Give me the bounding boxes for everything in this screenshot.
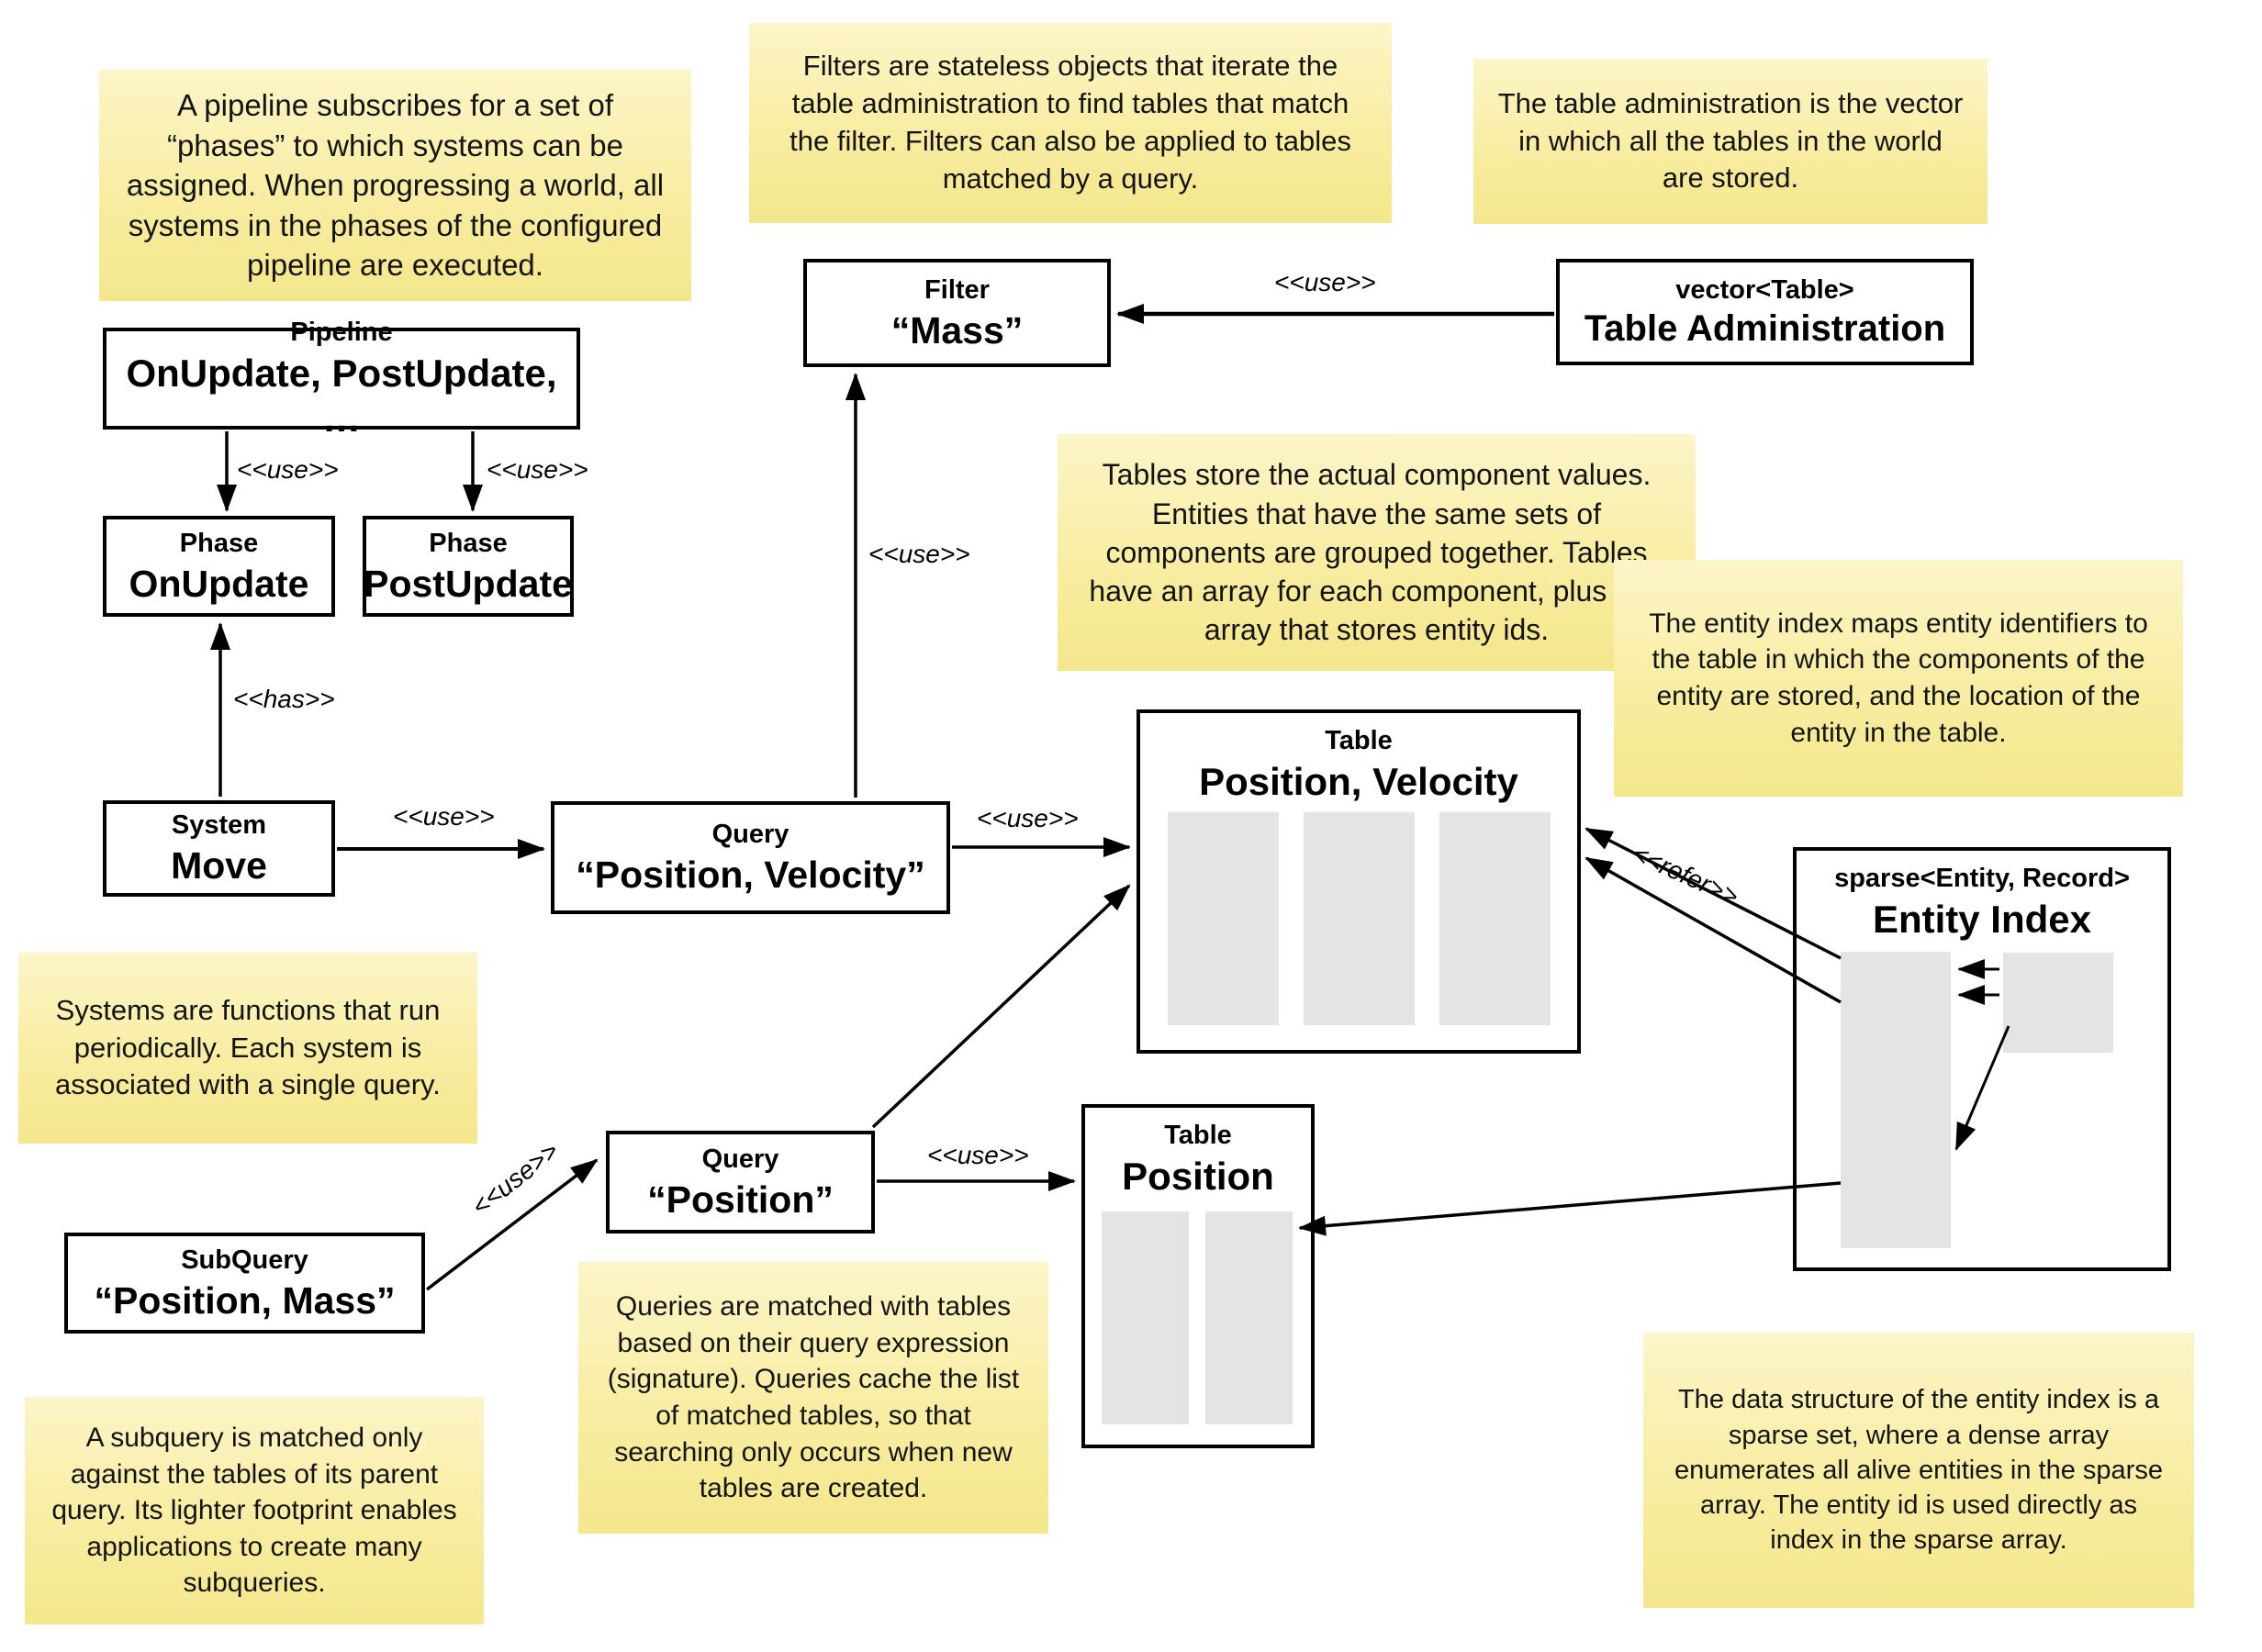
note-tables: Tables store the actual component values… (1058, 434, 1696, 671)
component-array-bar (1439, 812, 1551, 1025)
note-filters: Filters are stateless objects that itera… (749, 23, 1392, 223)
phase-postupdate-label: PostUpdate (364, 562, 573, 605)
note-subquery: A subquery is matched only against the t… (25, 1397, 484, 1624)
sparse-array-bar (1841, 952, 1951, 1248)
note-table-administration: The table administration is the vector i… (1473, 59, 1988, 224)
phase-postupdate-stereotype: Phase (429, 528, 508, 558)
system-move-label: Move (171, 844, 267, 887)
edge-label-refer: <<refer>> (1628, 839, 1743, 911)
query-position-velocity-node: Query “Position, Velocity” (551, 801, 950, 914)
edge-label-use: <<use>> (868, 540, 970, 568)
edge-label-use: <<use>> (927, 1141, 1029, 1169)
arrow-querypos-to-tablepv (871, 884, 1131, 1129)
note-systems: Systems are functions that run periodica… (18, 953, 477, 1144)
query-position-stereotype: Query (701, 1144, 779, 1174)
subquery-position-mass-label: “Position, Mass” (94, 1278, 396, 1322)
table-administration-label: Table Administration (1584, 308, 1946, 350)
table-position-velocity-label: Position, Velocity (1199, 759, 1518, 803)
entity-index-stereotype: sparse<Entity, Record> (1834, 864, 2130, 893)
table-position-node: Table Position (1081, 1104, 1315, 1448)
table-administration-stereotype: vector<Table> (1675, 274, 1854, 305)
subquery-position-mass-node: SubQuery “Position, Mass” (64, 1233, 425, 1334)
filter-mass-label: “Mass” (890, 308, 1024, 352)
edge-label-use: <<use>> (237, 455, 339, 484)
pipeline-stereotype: Pipeline (290, 318, 393, 348)
table-position-velocity-node: Table Position, Velocity (1137, 709, 1581, 1054)
component-array-bar (1205, 1211, 1293, 1424)
filter-mass-node: Filter “Mass” (803, 259, 1111, 367)
system-move-node: System Move (103, 800, 335, 897)
phase-onupdate-node: Phase OnUpdate (103, 516, 335, 617)
edge-label-use: <<use>> (393, 802, 495, 831)
pipeline-label: OnUpdate, PostUpdate, … (126, 351, 557, 441)
subquery-position-mass-stereotype: SubQuery (181, 1245, 308, 1275)
arrow-entityindex-to-tablepos (1298, 1181, 1842, 1236)
note-sparse-set: The data structure of the entity index i… (1643, 1333, 2194, 1608)
filter-mass-stereotype: Filter (924, 274, 990, 305)
edge-label-use: <<use>> (1274, 268, 1376, 296)
phase-onupdate-stereotype: Phase (179, 528, 259, 558)
edge-label-use: <<use>> (977, 804, 1079, 832)
note-entity-index: The entity index maps entity identifiers… (1614, 560, 2183, 797)
pipeline-node: Pipeline OnUpdate, PostUpdate, … (103, 318, 580, 440)
table-position-label: Position (1122, 1154, 1274, 1198)
phase-onupdate-label: OnUpdate (129, 562, 309, 605)
dense-array-bar (2003, 953, 2113, 1053)
table-position-velocity-stereotype: Table (1325, 726, 1393, 755)
entity-index-label: Entity Index (1872, 897, 2092, 941)
query-position-node: Query “Position” (606, 1131, 875, 1233)
note-pipeline: A pipeline subscribes for a set of “phas… (99, 70, 691, 301)
component-array-bar (1304, 812, 1415, 1025)
query-position-velocity-label: “Position, Velocity” (576, 854, 925, 897)
entity-index-node: sparse<Entity, Record> Entity Index (1793, 847, 2171, 1271)
system-move-stereotype: System (171, 810, 267, 841)
table-position-stereotype: Table (1164, 1121, 1232, 1150)
phase-postupdate-node: Phase PostUpdate (363, 516, 574, 617)
component-array-bar (1168, 812, 1279, 1025)
query-position-velocity-stereotype: Query (711, 820, 789, 850)
query-position-label: “Position” (647, 1178, 834, 1221)
edge-label-use: <<use>> (466, 1135, 565, 1222)
component-array-bar (1102, 1211, 1189, 1424)
table-administration-node: vector<Table> Table Administration (1556, 259, 1974, 365)
edge-label-use: <<use>> (487, 455, 588, 484)
edge-label-has: <<has>> (233, 685, 335, 713)
note-queries: Queries are matched with tables based on… (578, 1262, 1048, 1534)
